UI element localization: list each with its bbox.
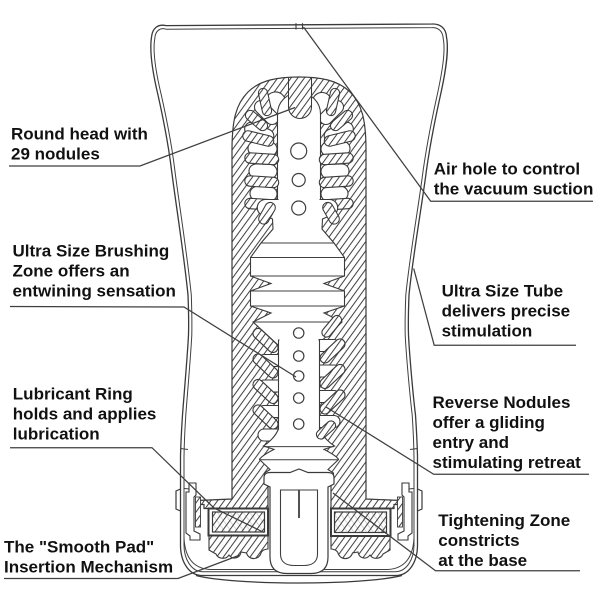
svg-text:the vacuum suction: the vacuum suction — [434, 180, 594, 199]
svg-text:Lubricant Ring: Lubricant Ring — [13, 385, 133, 404]
svg-text:entry and: entry and — [433, 433, 510, 452]
svg-text:Insertion Mechanism: Insertion Mechanism — [4, 557, 173, 576]
svg-text:Round head with: Round head with — [11, 124, 148, 143]
svg-text:stimulation: stimulation — [442, 321, 533, 340]
svg-text:delivers precise: delivers precise — [442, 301, 571, 320]
svg-text:lubrication: lubrication — [13, 425, 100, 444]
svg-text:Tightening Zone: Tightening Zone — [438, 511, 570, 530]
svg-text:stimulating retreat: stimulating retreat — [433, 453, 582, 472]
svg-text:Reverse Nodules: Reverse Nodules — [433, 393, 571, 412]
svg-text:Air hole to control: Air hole to control — [434, 160, 580, 179]
svg-text:entwining sensation: entwining sensation — [13, 282, 176, 301]
svg-text:holds and applies: holds and applies — [13, 405, 157, 424]
svg-text:Zone offers an: Zone offers an — [13, 262, 130, 281]
svg-text:constricts: constricts — [438, 531, 519, 550]
svg-text:Ultra Size Brushing: Ultra Size Brushing — [13, 242, 170, 261]
svg-text:offer a gliding: offer a gliding — [433, 413, 545, 432]
svg-text:The "Smooth Pad": The "Smooth Pad" — [4, 537, 154, 556]
svg-text:at the base: at the base — [438, 551, 527, 570]
svg-text:29 nodules: 29 nodules — [11, 144, 100, 163]
svg-text:Ultra Size Tube: Ultra Size Tube — [442, 281, 564, 300]
